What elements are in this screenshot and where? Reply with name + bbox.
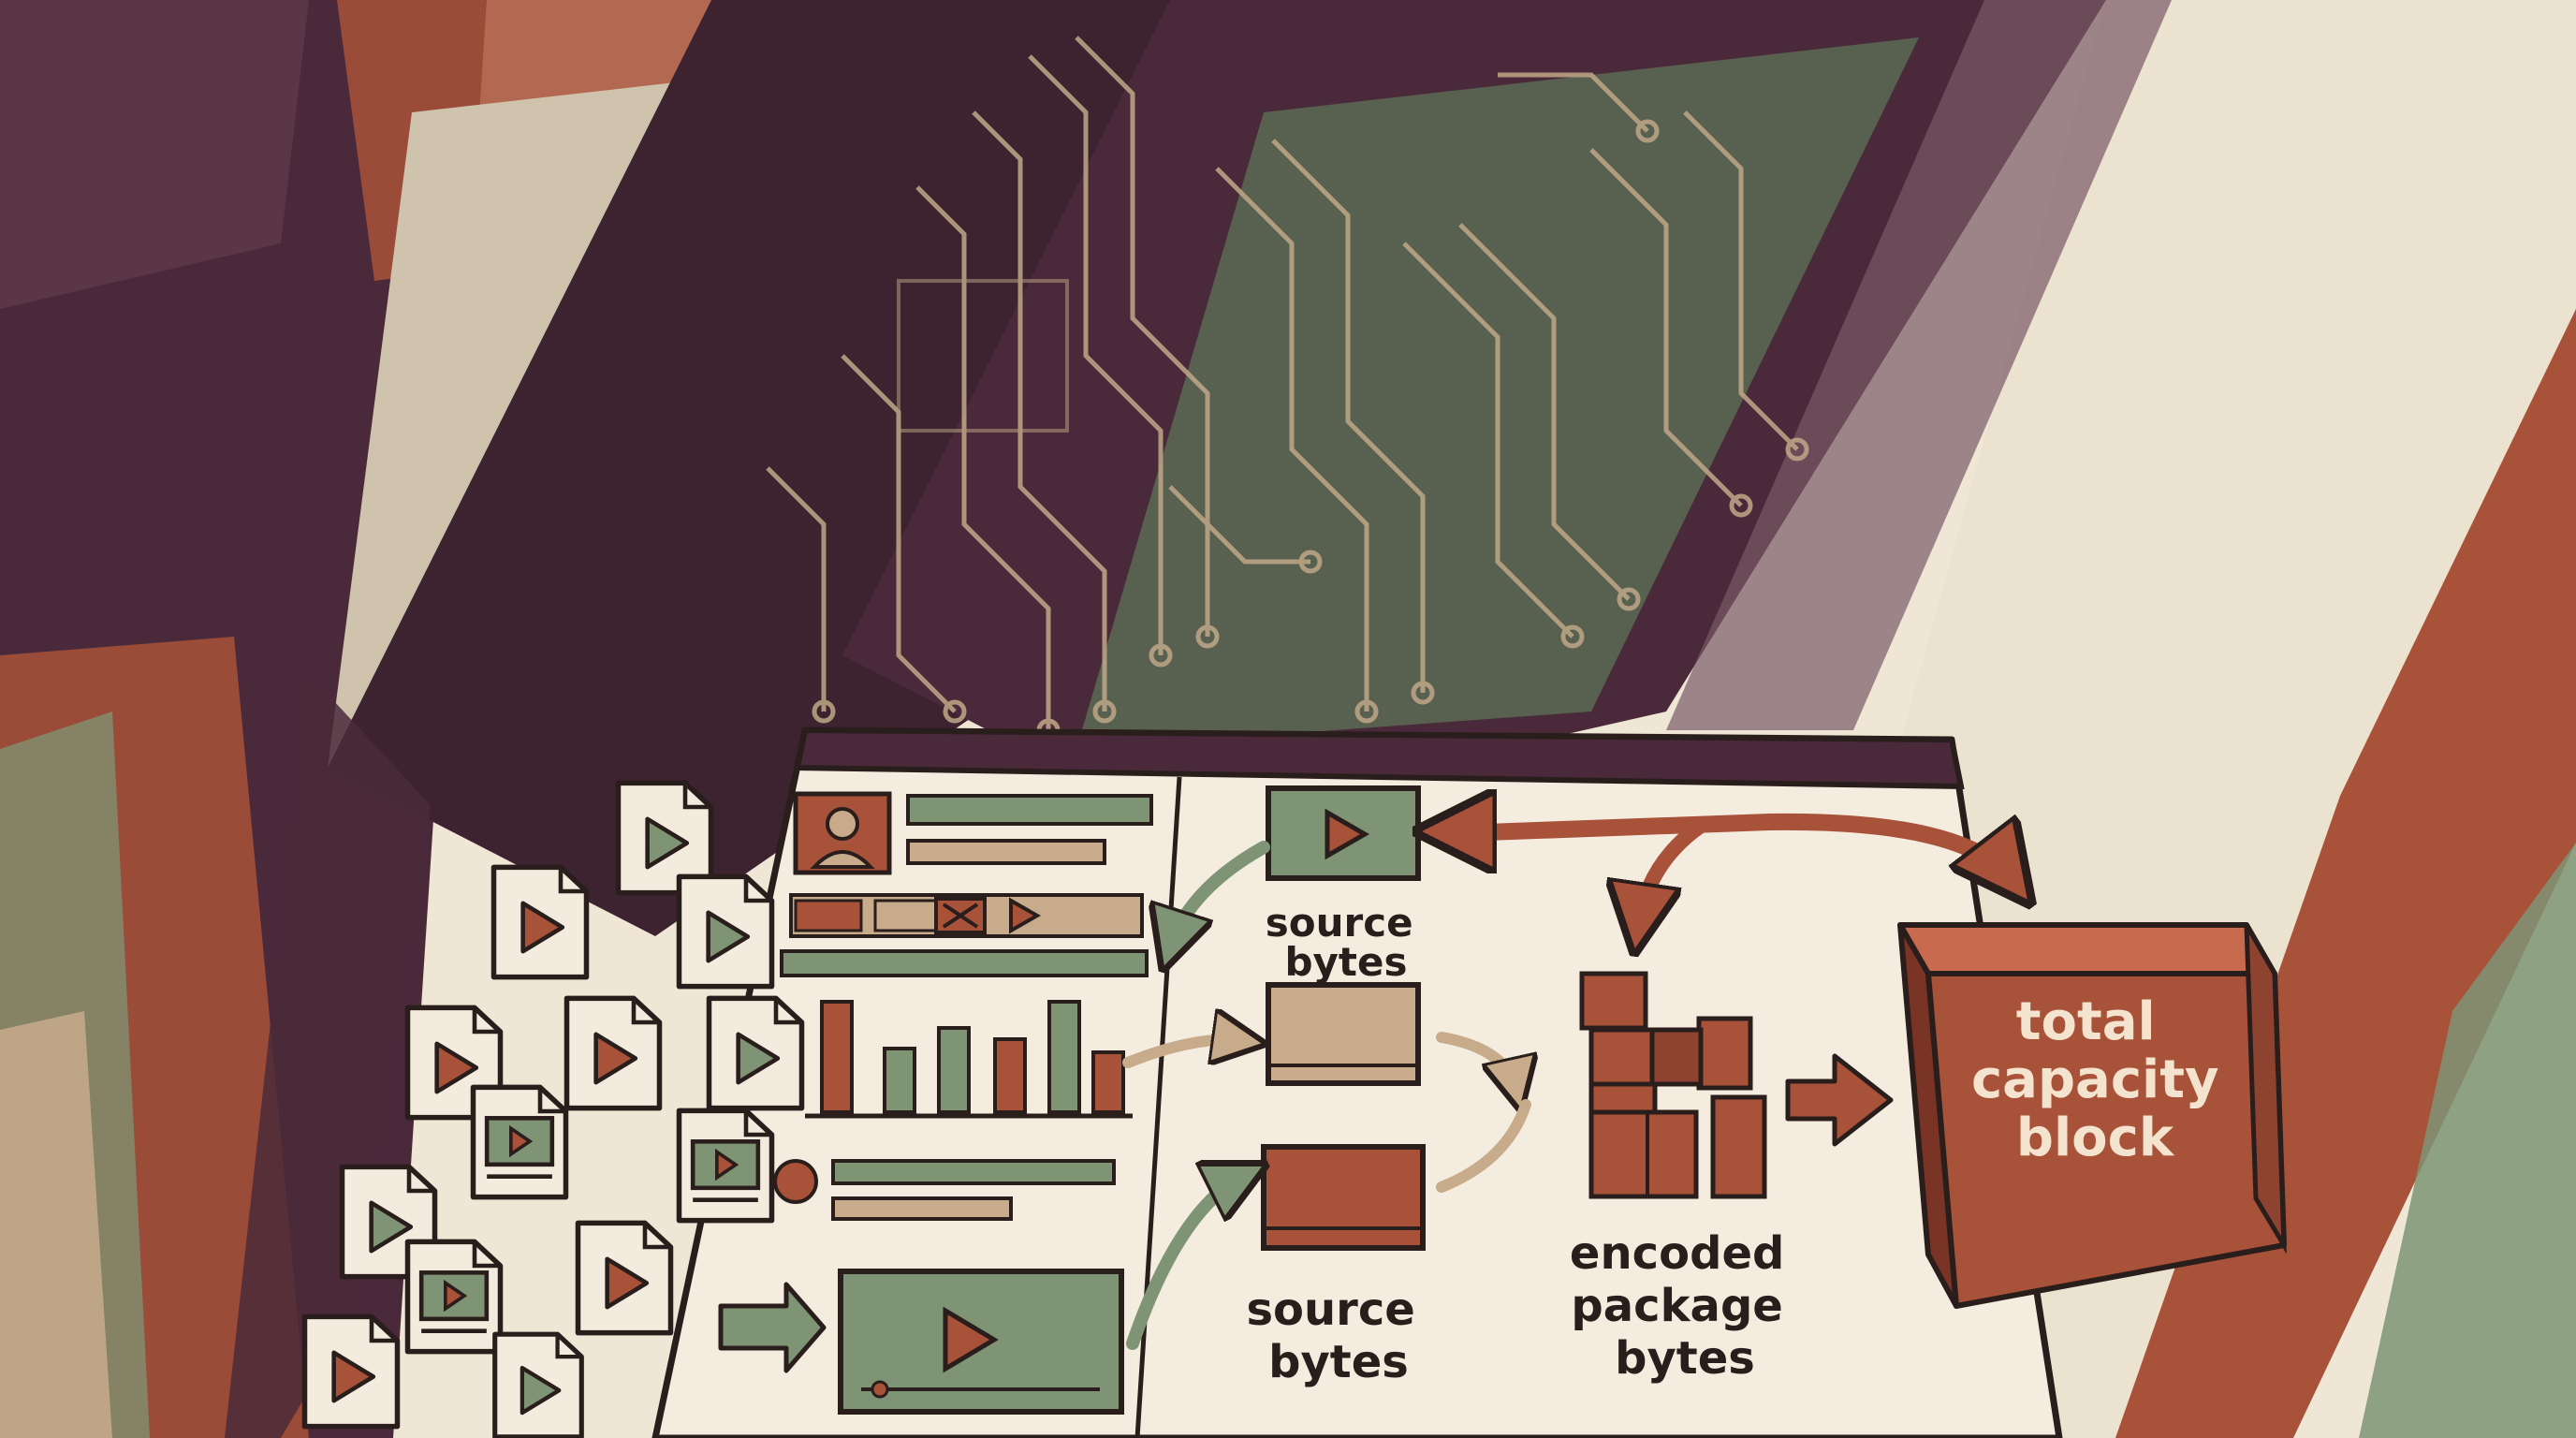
connector-arrows: [1122, 841, 1526, 1350]
arrow-to-capacity: [1785, 1053, 1894, 1147]
image-icon: [934, 897, 987, 934]
video-file-icon: [494, 867, 587, 976]
feedback-arrow: [1446, 822, 2012, 927]
capacity-label: total capacity block: [1971, 991, 2237, 1168]
video-file-icon: [495, 1334, 582, 1437]
video-file-icon: [408, 1241, 501, 1351]
arrow-icon: [718, 1282, 827, 1373]
video-file-icon: [305, 1316, 398, 1426]
source-block-mid: [1266, 982, 1421, 1086]
video-file-icon: [710, 998, 802, 1108]
play-icon: [1009, 897, 1042, 934]
video-file-icon: [680, 1110, 772, 1220]
bar-chart-icon: [805, 1000, 1133, 1119]
video-file-icon: [680, 876, 772, 986]
source-block-bottom: [1261, 1144, 1426, 1251]
video-file-icon: [567, 998, 660, 1108]
video-player-icon: [838, 1269, 1124, 1415]
labels: source bytes source bytes encoded packag…: [1246, 900, 2237, 1388]
avatar-icon: [793, 791, 892, 875]
encoded-label: encoded package bytes: [1570, 1227, 1800, 1385]
video-file-icon: [474, 1087, 566, 1196]
video-file-icon: [578, 1223, 671, 1332]
circuit-icon: [766, 36, 1809, 742]
source-block-top: [1266, 785, 1421, 881]
panel-left-column: [773, 791, 1153, 1415]
source-label-bottom: source bytes: [1246, 1284, 1430, 1388]
source-label-top: source bytes: [1266, 900, 1427, 985]
encoded-package-blocks: [1579, 971, 1767, 1199]
capacity-block: [1897, 922, 2287, 1309]
